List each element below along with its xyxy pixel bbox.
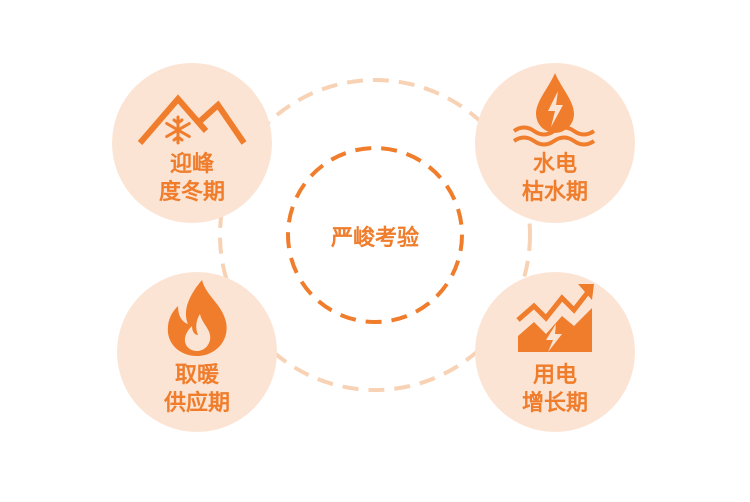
water-drop-lightning-icon (512, 73, 596, 147)
flame-icon (167, 280, 227, 356)
mountain-snowflake-icon (137, 94, 247, 145)
node-heating-line1: 取暖 (174, 363, 219, 388)
node-hydro-label: 水电 枯水期 (475, 151, 635, 207)
node-heating-line2: 供应期 (163, 391, 230, 416)
node-hydro-line1: 水电 (532, 152, 577, 177)
node-hydro-line2: 枯水期 (521, 180, 588, 205)
rising-chart-lightning-icon (516, 284, 594, 352)
node-heating: 取暖 供应期 (117, 272, 277, 432)
node-winter-line2: 度冬期 (158, 180, 225, 205)
node-winter-line1: 迎峰 (169, 152, 214, 177)
node-power: 用电 增长期 (475, 272, 635, 432)
outer-dashed-ring (218, 78, 532, 392)
node-hydro: 水电 枯水期 (475, 63, 635, 223)
node-power-label: 用电 增长期 (475, 362, 635, 418)
node-heating-label: 取暖 供应期 (117, 362, 277, 418)
center-label: 严峻考验 (330, 226, 419, 251)
node-power-line2: 增长期 (521, 391, 588, 416)
node-winter: 迎峰 度冬期 (112, 63, 272, 223)
node-winter-label: 迎峰 度冬期 (112, 151, 272, 207)
node-power-line1: 用电 (532, 363, 577, 388)
inner-dashed-ring (286, 146, 464, 324)
